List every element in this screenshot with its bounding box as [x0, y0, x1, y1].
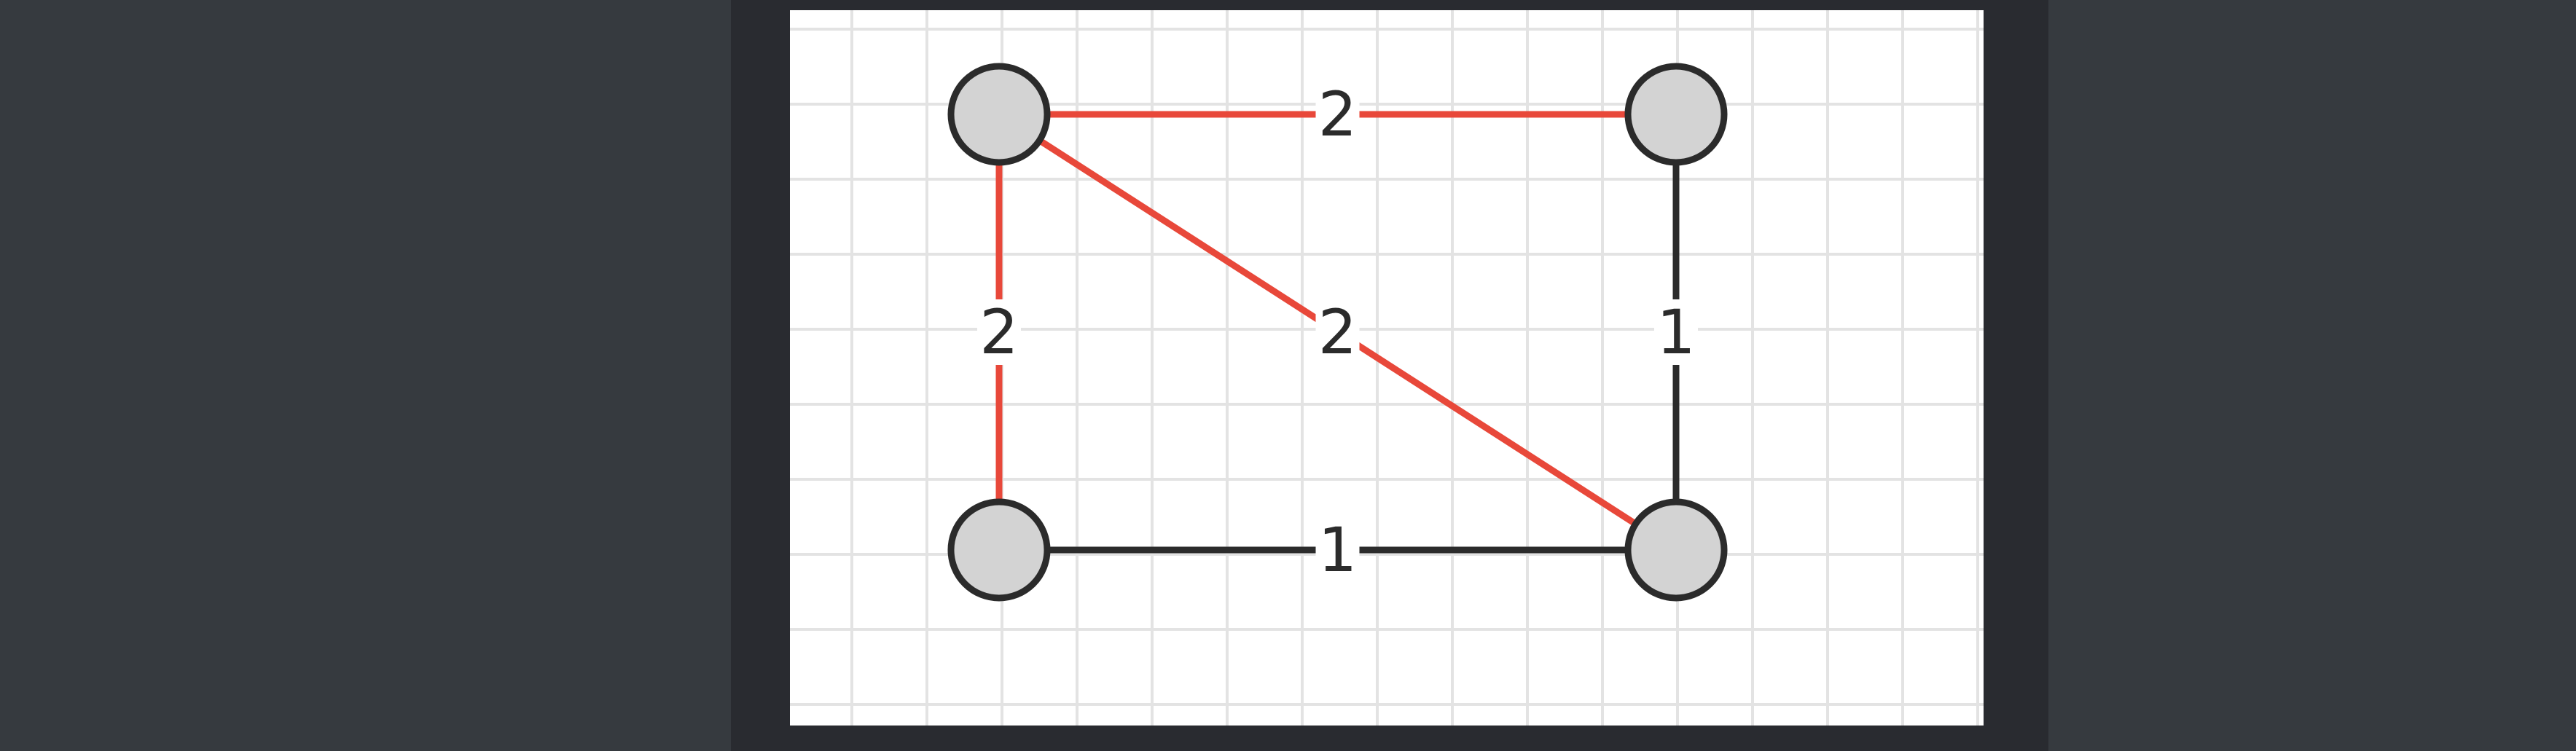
nodes: [947, 63, 1728, 602]
weight-label: 2: [979, 296, 1018, 368]
node-top-left[interactable]: [947, 63, 1051, 166]
graph-svg: 2 2 2 1 1: [790, 10, 1984, 726]
weight-top-left-top-right: 2: [1315, 79, 1360, 150]
weight-top-left-bottom-left: 2: [977, 296, 1021, 368]
node-bottom-right[interactable]: [1624, 498, 1728, 602]
weight-label: 1: [1656, 296, 1695, 368]
graph-canvas: 2 2 2 1 1: [790, 10, 1984, 726]
weight-label: 2: [1318, 79, 1357, 150]
weight-label: 2: [1318, 296, 1357, 368]
weight-bottom-left-bottom-right: 1: [1315, 514, 1360, 586]
node-bottom-left[interactable]: [947, 498, 1051, 602]
weight-label: 1: [1318, 514, 1357, 586]
node-top-right[interactable]: [1624, 63, 1728, 166]
edge-weights: 2 2 2 1 1: [977, 79, 1698, 586]
weight-top-left-bottom-right: 2: [1315, 296, 1360, 368]
weight-top-right-bottom-right: 1: [1654, 296, 1698, 368]
